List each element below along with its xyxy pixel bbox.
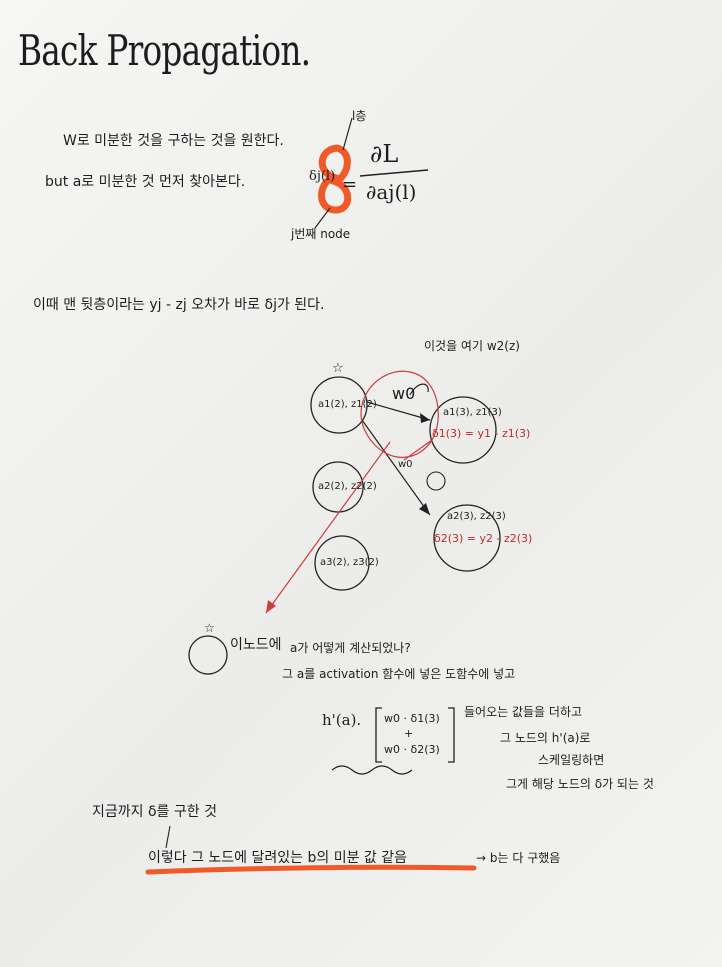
matrix-plus: + <box>404 727 414 740</box>
fraction-bar <box>359 169 429 177</box>
weight-label-2: w0 <box>398 459 413 470</box>
right-node-delta-1: δ1(3) = y1 - z1(3) <box>432 427 531 440</box>
backprop-arrow <box>265 441 391 614</box>
matrix-row-2: w0 · δ2(3) <box>384 743 440 756</box>
node-left-1 <box>310 376 368 434</box>
formula-denominator: ∂aj(l) <box>366 180 417 204</box>
side-note-4: 그게 해당 노드의 δ가 되는 것 <box>506 777 654 791</box>
right-node-label-2: a2(3), z2(3) <box>447 511 506 522</box>
bottom-line-1: a가 어떻게 계산되었나? <box>290 641 411 655</box>
error-line: 이때 맨 뒷층이라는 yj - zj 오차가 바로 δj가 된다. <box>33 297 325 313</box>
matrix-bracket-left <box>375 707 382 763</box>
weight-label-1: w0 <box>392 384 416 403</box>
intro-line-2: but a로 미분한 것 먼저 찾아본다. <box>45 174 246 190</box>
side-note-1: 들어오는 값들을 더하고 <box>464 705 583 719</box>
left-node-label-2: a2(2), z2(2) <box>318 481 377 492</box>
diagram-top-annotation: 이것을 여기 w2(z) <box>424 339 520 353</box>
node-bias <box>426 471 446 491</box>
matrix-row-1: w0 · δ1(3) <box>384 712 440 725</box>
target-node-label: 이노드에 <box>230 637 282 653</box>
formula-numerator: ∂L <box>370 140 399 168</box>
annotation-pointer-top <box>342 117 353 151</box>
svg-text:☆: ☆ <box>204 621 215 635</box>
bottom-line-2: 그 a를 activation 함수에 넣은 도함수에 넣고 <box>282 667 516 681</box>
intro-line-1: W로 미분한 것을 구하는 것을 원한다. <box>63 133 284 149</box>
node-right-1 <box>429 396 497 464</box>
side-note-3: 스케일링하면 <box>538 753 605 767</box>
formula-delta: δj(l) <box>309 169 336 184</box>
summary-line-2: 이렇다 그 노드에 달려있는 b의 미분 값 같음 <box>148 850 407 866</box>
edge-weight-1 <box>366 401 431 421</box>
formula-annotation-bottom: j번째 node <box>291 227 351 241</box>
weight-hook <box>409 383 429 396</box>
node-right-2 <box>433 504 501 572</box>
matrix-bracket-right <box>448 707 455 763</box>
node-left-2 <box>312 461 364 513</box>
page-title: Back Propagation. <box>18 26 311 75</box>
node-target <box>188 635 228 675</box>
summary-underline <box>145 864 477 875</box>
annotation-pointer-bottom <box>314 207 331 229</box>
summary-line-3: → b는 다 구했음 <box>476 851 561 865</box>
right-node-label-1: a1(3), z1(3) <box>443 407 502 418</box>
left-node-label-1: a1(2), z1(2) <box>318 399 377 410</box>
summary-line-1: 지금까지 δ를 구한 것 <box>92 804 217 820</box>
node-left-3 <box>314 535 370 591</box>
delta-highlight <box>318 144 352 214</box>
edge-weight-2 <box>361 419 431 516</box>
left-node-label-3: a3(2), z3(2) <box>320 557 379 568</box>
side-note-2: 그 노드의 h'(a)로 <box>500 731 591 745</box>
svg-text:☆: ☆ <box>332 361 344 376</box>
right-node-delta-2: δ2(3) = y2 - z2(3) <box>434 532 533 545</box>
formula-annotation-top: l층 <box>352 109 367 123</box>
h-derivative-label: h'(a). <box>322 711 362 729</box>
squiggle <box>331 765 413 775</box>
